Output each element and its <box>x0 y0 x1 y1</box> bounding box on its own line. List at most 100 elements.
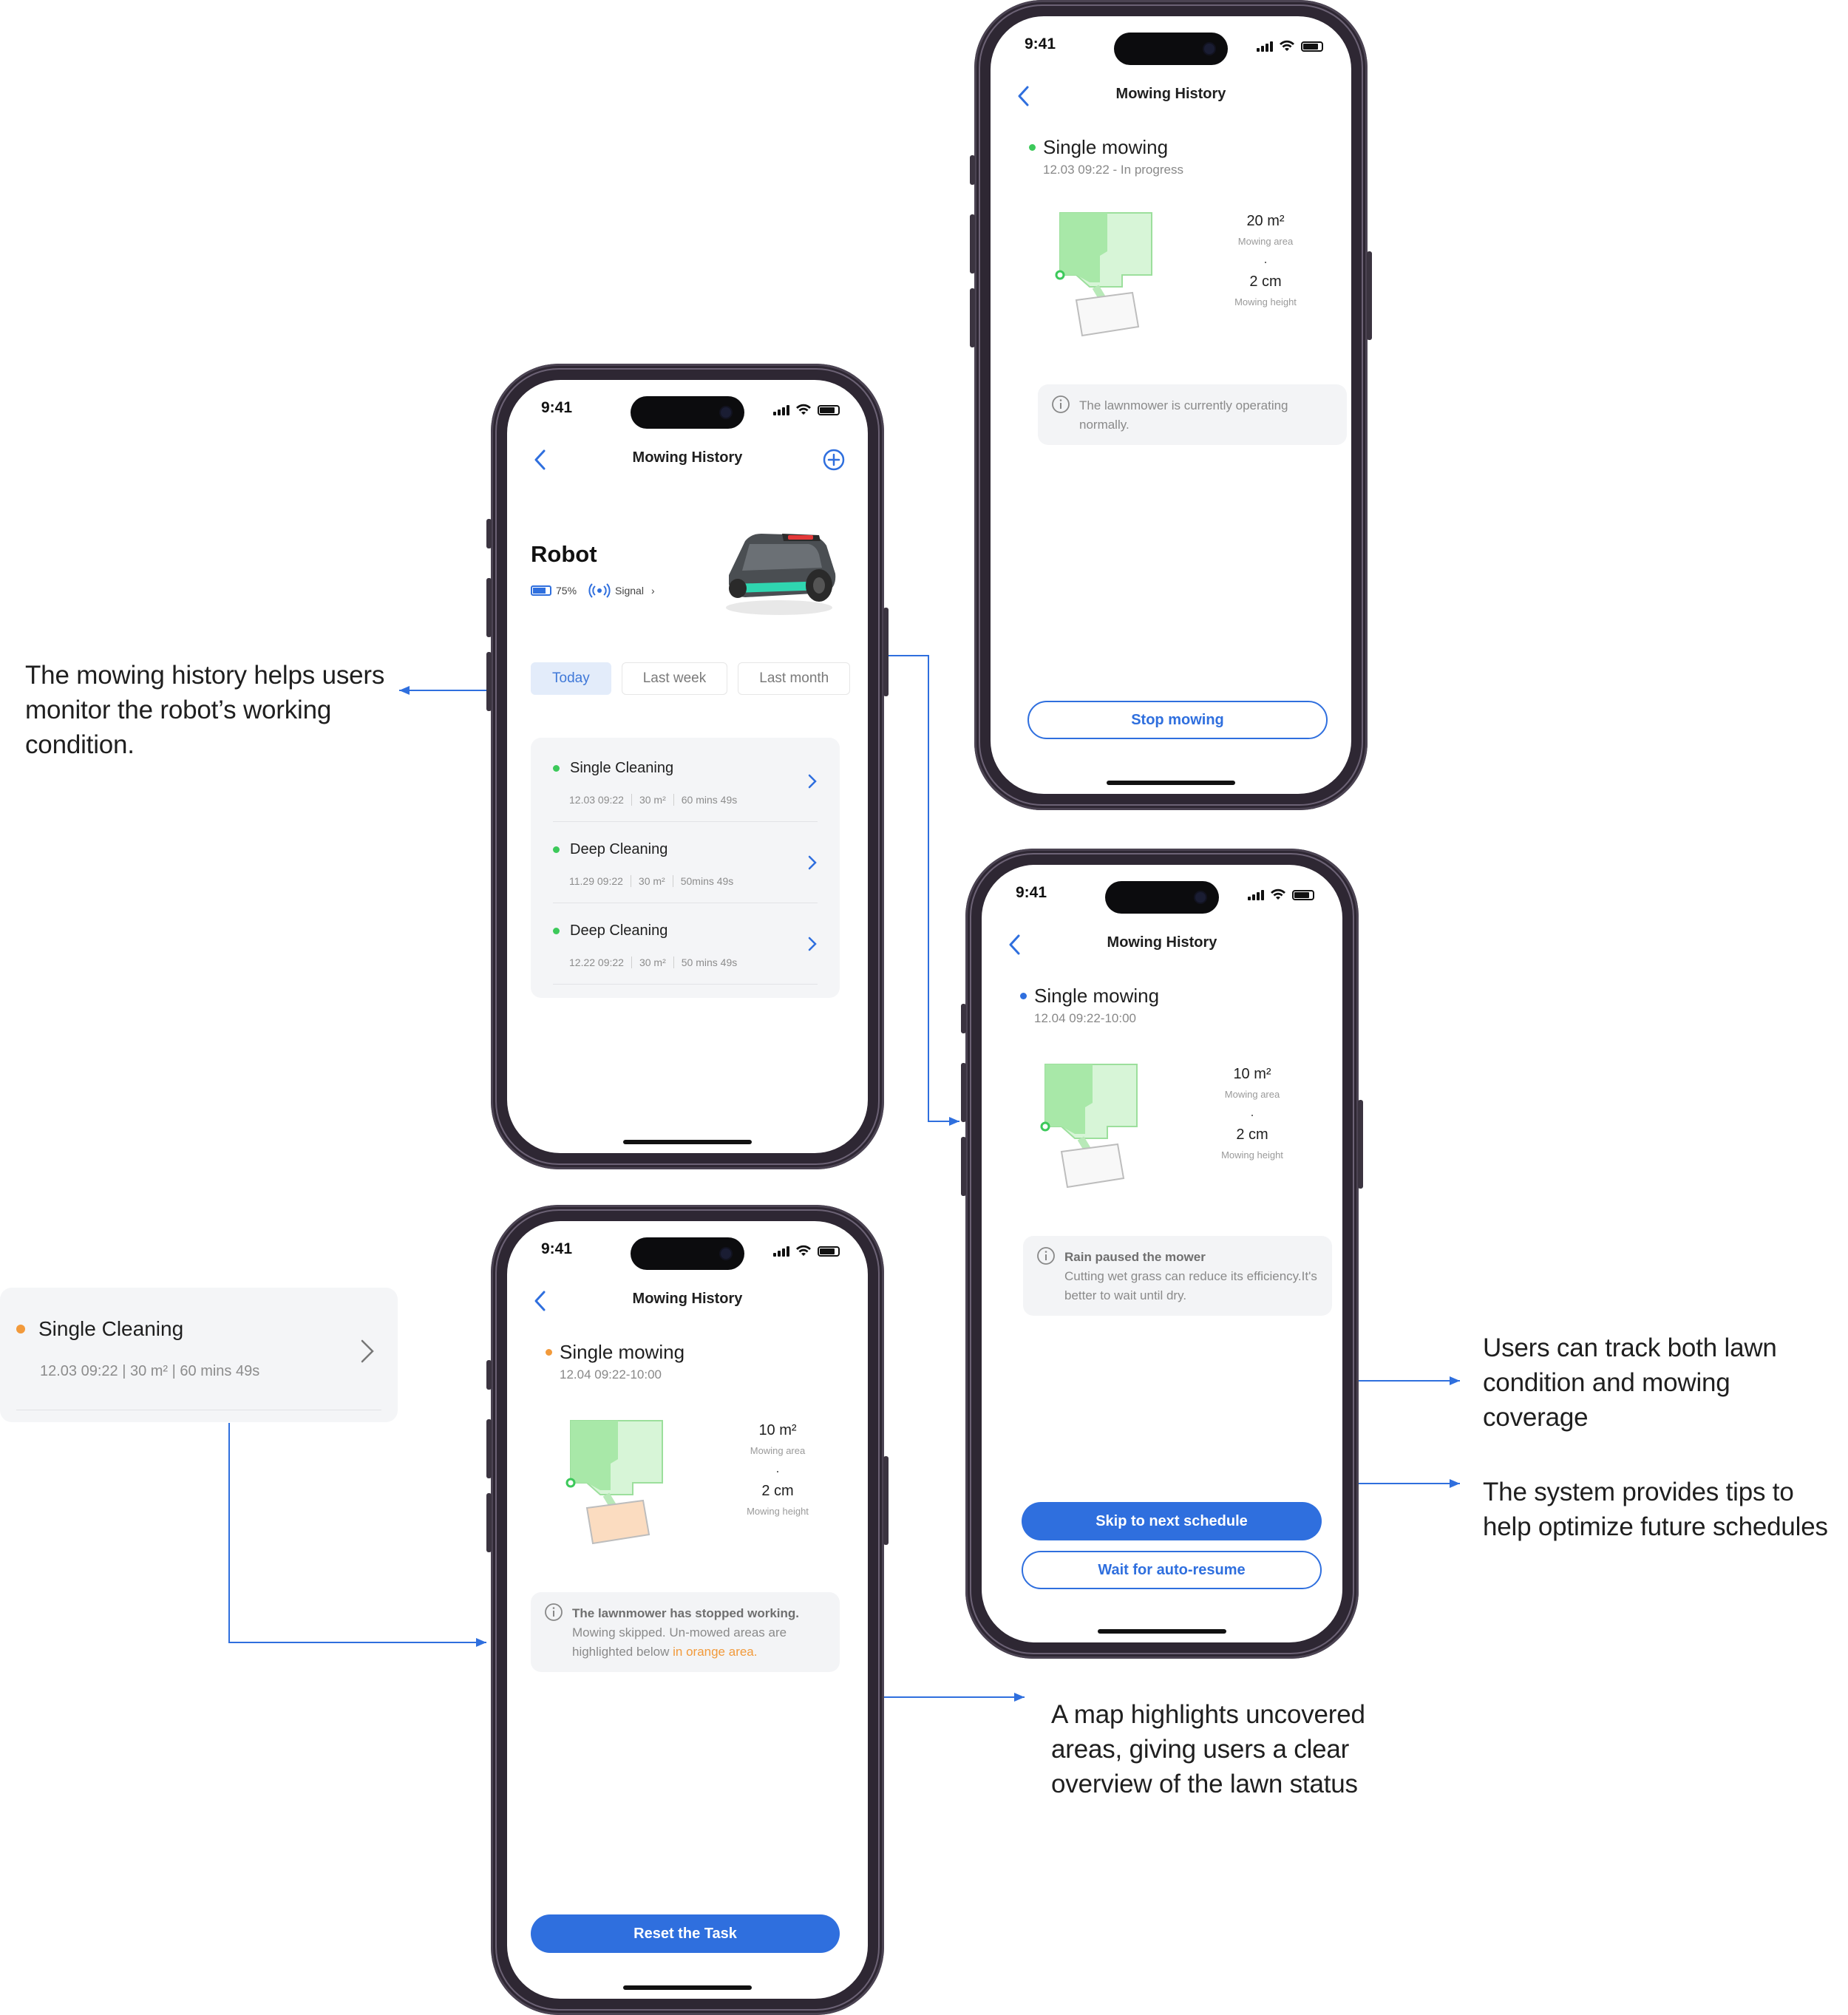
status-dot <box>1020 993 1027 999</box>
tip-text: The lawnmower is currently operating nor… <box>1079 398 1288 432</box>
back-chevron-icon[interactable] <box>1016 84 1032 108</box>
screen: 9:41 Mowing History Robot 75% Signal › <box>507 380 868 1153</box>
plus-circle-icon[interactable] <box>822 448 846 472</box>
page-title: Mowing History <box>1115 86 1226 102</box>
info-icon <box>1052 395 1070 413</box>
status-time: 9:41 <box>1025 35 1056 52</box>
chevron-right-icon[interactable] <box>807 773 818 789</box>
annotation-track: Users can track both lawn condition and … <box>1483 1333 1777 1432</box>
signal-icon <box>773 1246 789 1257</box>
robot-mower-image <box>726 534 836 615</box>
status-time: 9:41 <box>1016 884 1047 901</box>
status-dot <box>553 928 560 934</box>
battery-level: 75% <box>556 585 577 597</box>
height-label: Mowing height <box>747 1506 809 1517</box>
status-tip: The lawnmower has stopped working. Mowin… <box>531 1592 840 1672</box>
record-name: Single Cleaning <box>38 1317 184 1340</box>
tip-highlight: in orange area. <box>673 1645 758 1659</box>
robot-status: 75% Signal › <box>531 582 655 599</box>
tab-last-month[interactable]: Last month <box>738 662 851 695</box>
mowing-stats: 10 m² Mowing area · 2 cm Mowing height <box>726 1422 829 1517</box>
lawn-map <box>1055 212 1152 337</box>
battery-icon <box>1301 41 1323 52</box>
chevron-right-icon[interactable] <box>807 936 818 952</box>
height-value: 2 cm <box>1236 1127 1268 1143</box>
status-dot <box>546 1349 552 1356</box>
phone-rain-paused: 9:41 Mowing History Single mowing 12.04 … <box>961 849 1363 1659</box>
signal-icon <box>588 583 611 598</box>
area-label: Mowing area <box>1224 1089 1280 1100</box>
screen: 9:41 Mowing History Single mowing 12.04 … <box>982 865 1342 1642</box>
tip-text: Cutting wet grass can reduce its efficie… <box>1064 1269 1317 1302</box>
mowing-stats: 10 m² Mowing area · 2 cm Mowing height <box>1200 1066 1304 1161</box>
tab-today[interactable]: Today <box>531 662 611 695</box>
battery-icon <box>818 1246 840 1257</box>
nav-bar: Mowing History <box>991 81 1351 111</box>
stop-mowing-button[interactable]: Stop mowing <box>1027 701 1328 739</box>
robot-name: Robot <box>531 541 597 567</box>
status-icons <box>773 404 840 415</box>
signal-icon <box>1248 890 1264 900</box>
chevron-right-icon[interactable] <box>807 854 818 871</box>
skip-to-next-schedule-button[interactable]: Skip to next schedule <box>1022 1502 1322 1540</box>
signal-icon <box>773 405 789 415</box>
status-time: 9:41 <box>541 399 573 416</box>
info-icon <box>1037 1247 1055 1265</box>
chevron-right-icon[interactable] <box>359 1338 376 1365</box>
area-value: 10 m² <box>758 1422 797 1438</box>
wait-for-auto-resume-button[interactable]: Wait for auto-resume <box>1022 1551 1322 1589</box>
area-value: 20 m² <box>1246 213 1285 229</box>
record-name: Deep Cleaning <box>570 841 668 857</box>
back-chevron-icon[interactable] <box>532 1289 548 1313</box>
wifi-icon <box>796 404 811 415</box>
status-dot <box>16 1325 25 1333</box>
home-indicator <box>623 1985 752 1990</box>
stats-divider: · <box>1263 254 1268 269</box>
status-icons <box>1257 40 1323 52</box>
stats-divider: · <box>775 1464 780 1478</box>
height-value: 2 cm <box>1249 273 1282 290</box>
wifi-icon <box>796 1245 811 1256</box>
status-time: 9:41 <box>541 1240 573 1257</box>
tab-last-week[interactable]: Last week <box>621 662 728 695</box>
status-tip: The lawnmower is currently operating nor… <box>1038 384 1347 445</box>
dynamic-island <box>1114 33 1228 65</box>
page-title: Mowing History <box>632 449 743 466</box>
status-dot <box>553 846 560 853</box>
signal-icon <box>1257 41 1273 52</box>
nav-bar: Mowing History <box>507 445 868 475</box>
height-value: 2 cm <box>761 1483 794 1499</box>
page-title: Mowing History <box>1107 934 1217 951</box>
mowing-stats: 20 m² Mowing area · 2 cm Mowing height <box>1214 213 1317 307</box>
height-label: Mowing height <box>1221 1149 1283 1161</box>
battery-icon <box>1292 890 1314 900</box>
reset-task-button[interactable]: Reset the Task <box>531 1914 840 1953</box>
signal-label[interactable]: Signal <box>615 585 644 597</box>
status-icons <box>1248 888 1314 900</box>
dynamic-island <box>631 1237 744 1270</box>
record-name: Deep Cleaning <box>570 922 668 939</box>
dynamic-island <box>1105 881 1219 914</box>
back-chevron-icon[interactable] <box>532 448 548 472</box>
back-chevron-icon[interactable] <box>1007 933 1023 956</box>
zoomed-list-item[interactable]: Single Cleaning 12.03 09:22 | 30 m² | 60… <box>0 1288 398 1422</box>
mowing-subtitle: 12.03 09:22 - In progress <box>1043 163 1183 177</box>
period-tabs: Today Last week Last month <box>531 662 851 695</box>
chevron-right-icon[interactable]: › <box>650 585 655 597</box>
battery-icon <box>531 585 551 596</box>
annotation-history: The mowing history helps users monitor t… <box>25 661 385 759</box>
tip-title: Rain paused the mower <box>1064 1250 1206 1264</box>
status-tip: Rain paused the mower Cutting wet grass … <box>1023 1236 1332 1316</box>
wifi-icon <box>1280 40 1294 51</box>
height-label: Mowing height <box>1234 296 1297 307</box>
wifi-icon <box>1271 888 1285 900</box>
home-indicator <box>1107 781 1235 785</box>
